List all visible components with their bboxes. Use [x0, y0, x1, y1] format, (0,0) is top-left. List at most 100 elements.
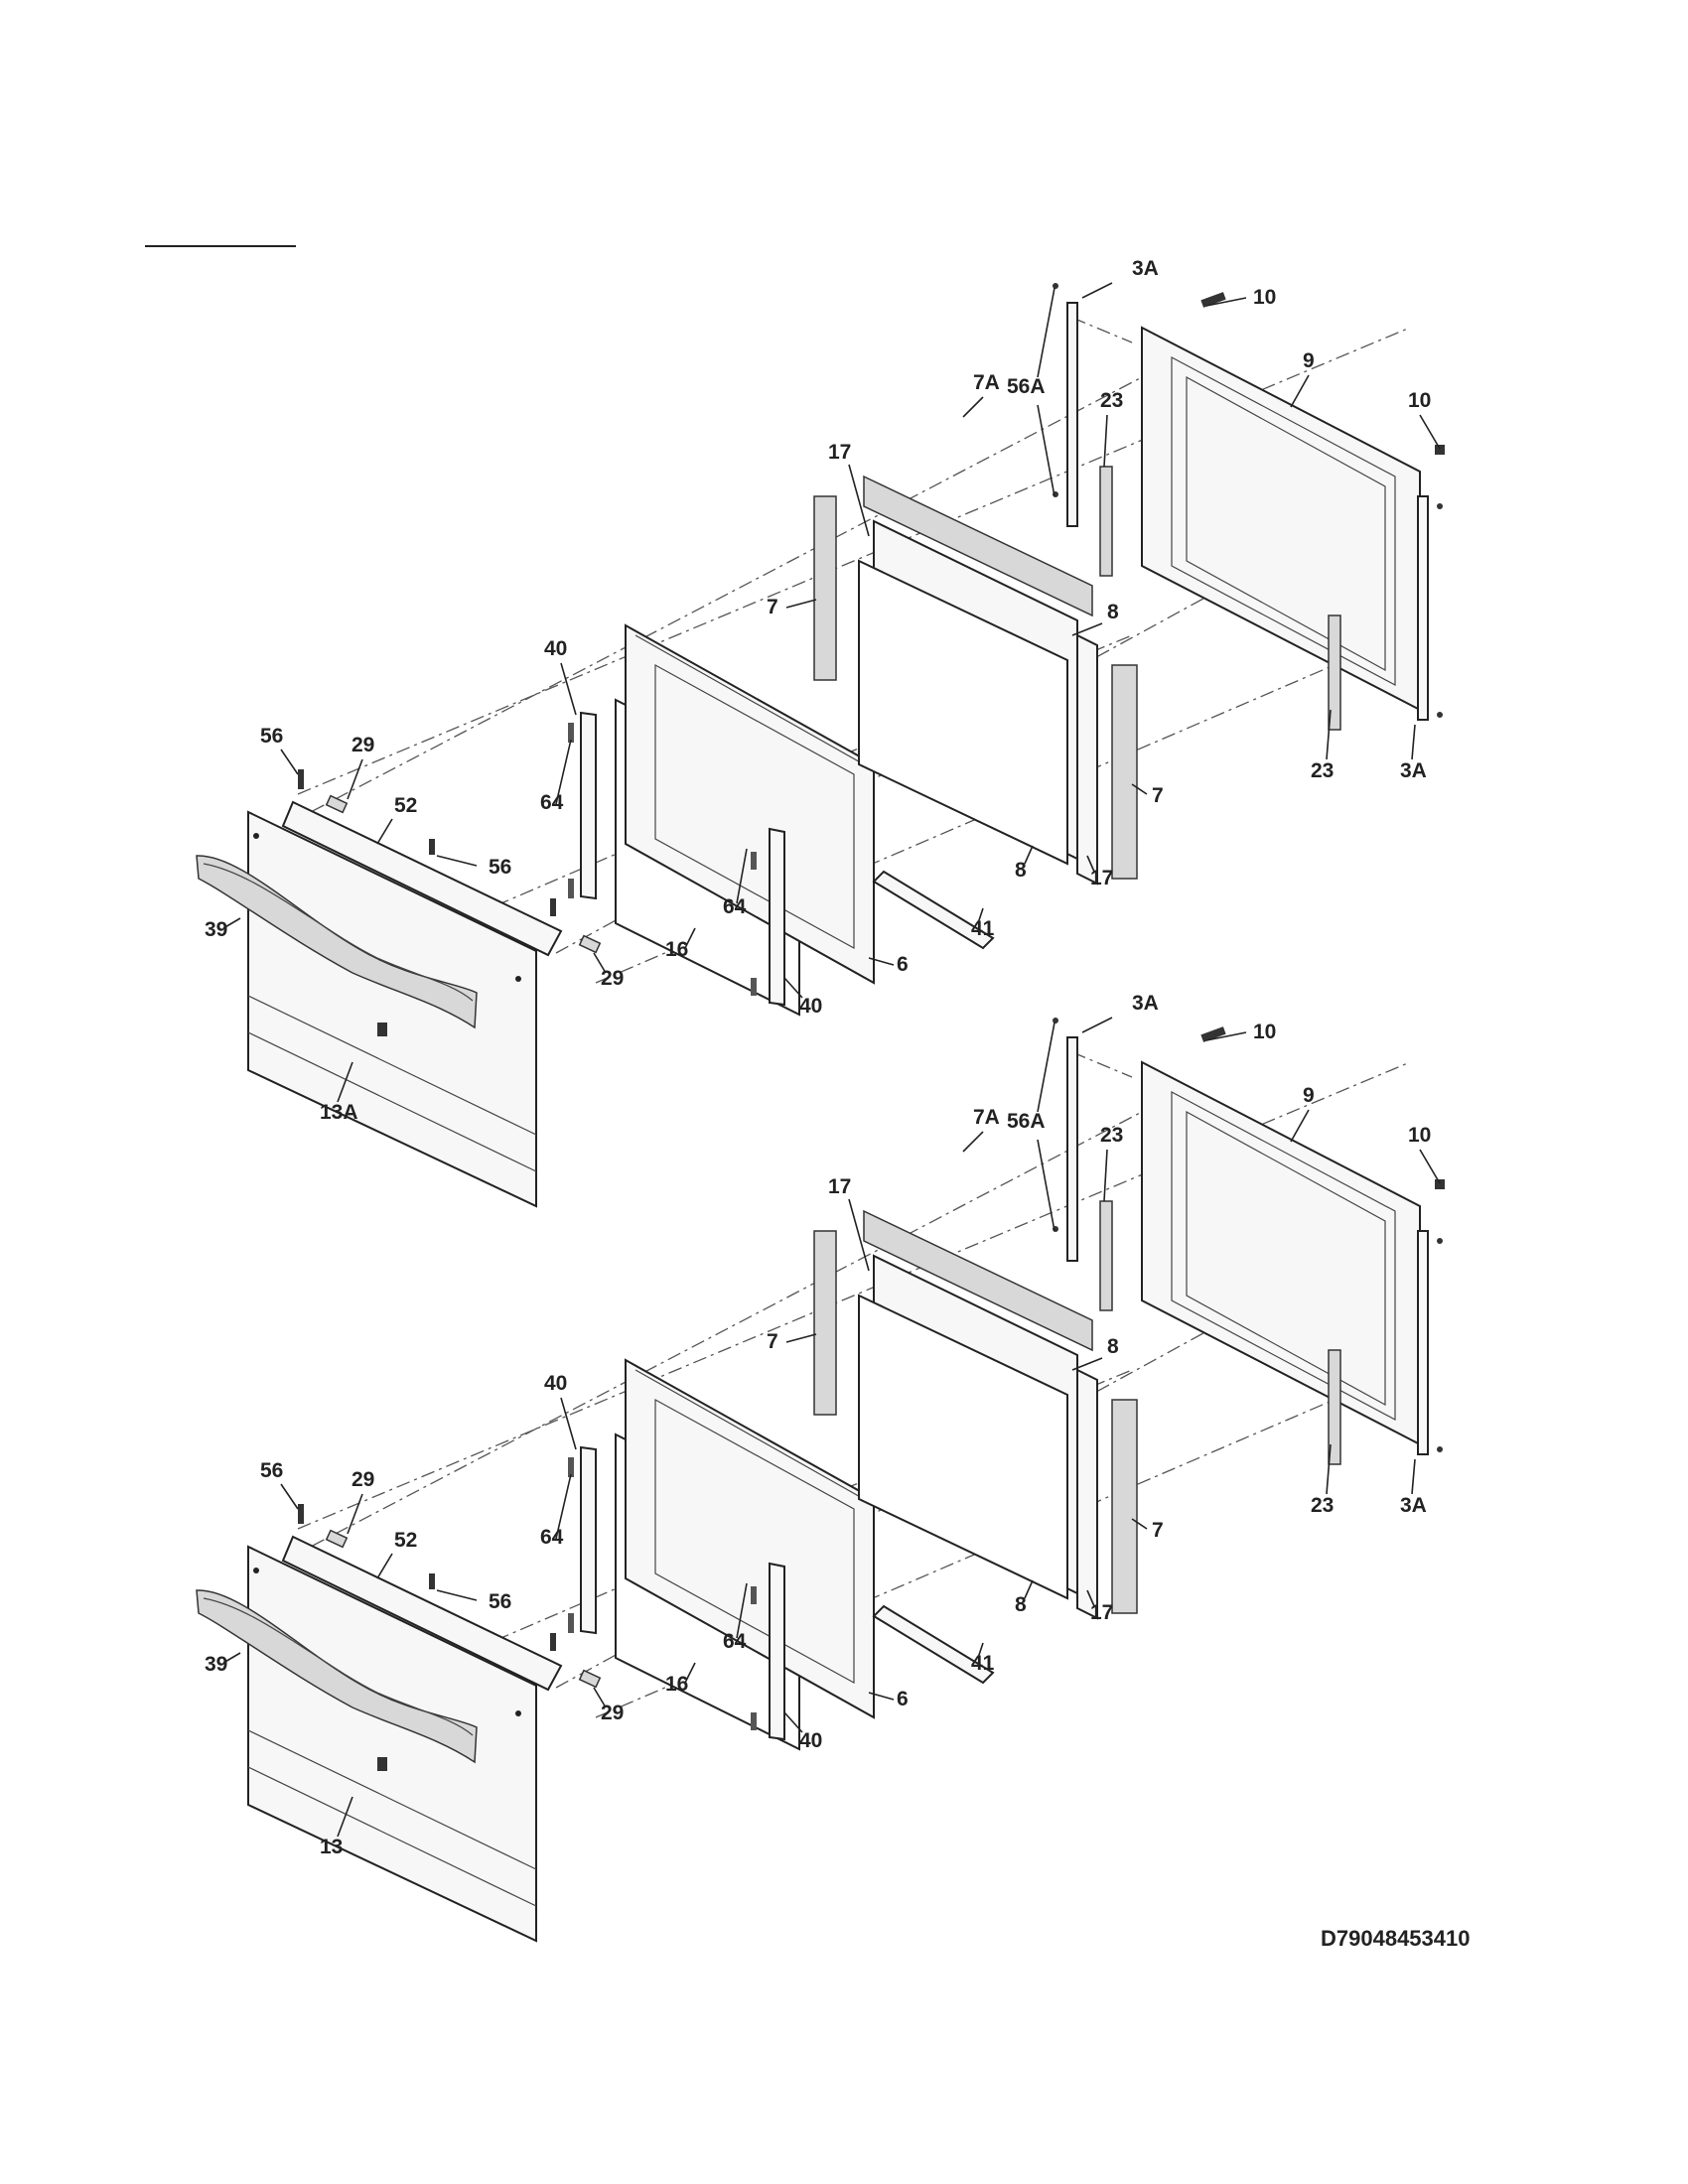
callout-leader — [436, 855, 478, 867]
panel-screw-hole — [253, 833, 259, 839]
callout-leader — [1081, 282, 1113, 299]
insulation-top — [863, 1209, 1093, 1352]
frame-edge — [634, 634, 865, 765]
callout-40: 40 — [799, 995, 822, 1018]
callout-7: 7 — [767, 596, 778, 618]
callout-leader — [1086, 1589, 1095, 1607]
callout-leader — [1411, 1458, 1416, 1495]
callout-7A: 7A — [973, 1106, 1000, 1129]
callout-23: 23 — [1100, 1124, 1123, 1147]
door-channel — [580, 711, 597, 900]
callout-10: 10 — [1253, 286, 1276, 309]
callout-leader — [1037, 404, 1055, 497]
callout-13A: 13A — [320, 1101, 358, 1124]
door-channel — [769, 827, 785, 1007]
callout-leader — [1086, 855, 1095, 873]
guide-line — [1071, 317, 1133, 343]
callout-56: 56 — [489, 856, 511, 879]
outer-door-panel — [247, 1545, 537, 1943]
callout-leader — [436, 1589, 478, 1601]
callout-9: 9 — [1303, 1084, 1315, 1107]
handle-highlight — [203, 863, 474, 1002]
callout-leader — [684, 927, 696, 949]
callout-leader — [868, 1692, 895, 1701]
callout-41: 41 — [971, 917, 995, 940]
insulation-top — [863, 475, 1093, 617]
callout-64: 64 — [723, 895, 747, 918]
trim-bushing — [325, 794, 349, 814]
callout-10: 10 — [1408, 389, 1431, 412]
callout-leader — [1037, 1022, 1055, 1113]
insulation-left — [813, 1230, 837, 1416]
callout-29: 29 — [352, 1468, 374, 1491]
hinge-right — [1328, 1349, 1341, 1465]
hinge-left — [1099, 466, 1113, 577]
callout-leader — [783, 977, 803, 999]
callout-leader — [593, 952, 607, 974]
insulation-right — [1111, 1399, 1138, 1614]
callout-leader — [848, 1198, 870, 1272]
outer-panel-trim — [247, 1729, 537, 1870]
callout-leader — [222, 917, 241, 929]
middle-glass — [858, 559, 1068, 866]
callout-7: 7 — [1152, 1519, 1164, 1542]
door-liner — [1141, 1060, 1421, 1446]
callout-leader — [560, 1397, 577, 1450]
callout-41: 41 — [971, 1652, 995, 1675]
callout-leader — [337, 1061, 353, 1103]
callout-leader — [1205, 1031, 1247, 1041]
callout-leader — [1205, 297, 1247, 307]
callout-leader — [1419, 1149, 1441, 1184]
inner-frame-opening — [654, 1398, 855, 1685]
callout-9: 9 — [1303, 349, 1315, 372]
screw — [429, 1573, 435, 1589]
callout-leader — [1103, 1149, 1108, 1202]
callout-52: 52 — [394, 794, 417, 817]
callout-leader — [1071, 622, 1103, 636]
outer-door-panel — [247, 810, 537, 1208]
callout-leader — [376, 1553, 393, 1579]
hinge-screw — [1435, 1179, 1445, 1189]
hinge-bracket-left — [1066, 1036, 1078, 1262]
callout-leader — [280, 1483, 299, 1510]
callout-leader — [1037, 1139, 1055, 1232]
trim-bushing — [325, 1529, 349, 1549]
callout-40: 40 — [799, 1729, 822, 1752]
callout-56A: 56A — [1007, 1110, 1046, 1133]
hinge-right — [1328, 614, 1341, 731]
callout-leader — [1411, 724, 1416, 760]
callout-17: 17 — [828, 441, 851, 464]
screw — [550, 898, 556, 916]
brand-badge — [377, 1023, 387, 1036]
callout-leader — [736, 848, 748, 904]
callout-6: 6 — [897, 953, 909, 976]
callout-leader — [783, 1711, 803, 1733]
callout-3A: 3A — [1132, 257, 1159, 280]
callout-56A: 56A — [1007, 375, 1046, 398]
callout-leader — [1081, 1017, 1113, 1033]
callout-8: 8 — [1107, 1335, 1119, 1358]
outer-panel-trim — [247, 995, 537, 1136]
spacer-clip — [568, 723, 574, 743]
spacer-clip — [751, 1712, 757, 1730]
outer-panel-trim — [247, 1031, 537, 1172]
callout-40: 40 — [544, 637, 567, 660]
screw — [298, 769, 304, 789]
liner-inner — [1186, 375, 1386, 672]
panel-screw-hole — [253, 1568, 259, 1573]
side-gasket — [1076, 1368, 1098, 1620]
door-handle — [196, 855, 478, 1029]
callout-10: 10 — [1408, 1124, 1431, 1147]
callout-leader — [785, 599, 817, 609]
hinge-bracket-right — [1417, 1230, 1429, 1455]
spacer-clip — [751, 1586, 757, 1604]
callout-leader — [1037, 287, 1055, 378]
spacer-clip — [568, 879, 574, 898]
guide-line — [1071, 1051, 1133, 1078]
callout-3A: 3A — [1400, 1494, 1427, 1517]
callout-leader — [1024, 1579, 1034, 1599]
callout-7: 7 — [1152, 784, 1164, 807]
outer-panel-trim — [247, 1766, 537, 1907]
callout-leader — [962, 396, 984, 418]
